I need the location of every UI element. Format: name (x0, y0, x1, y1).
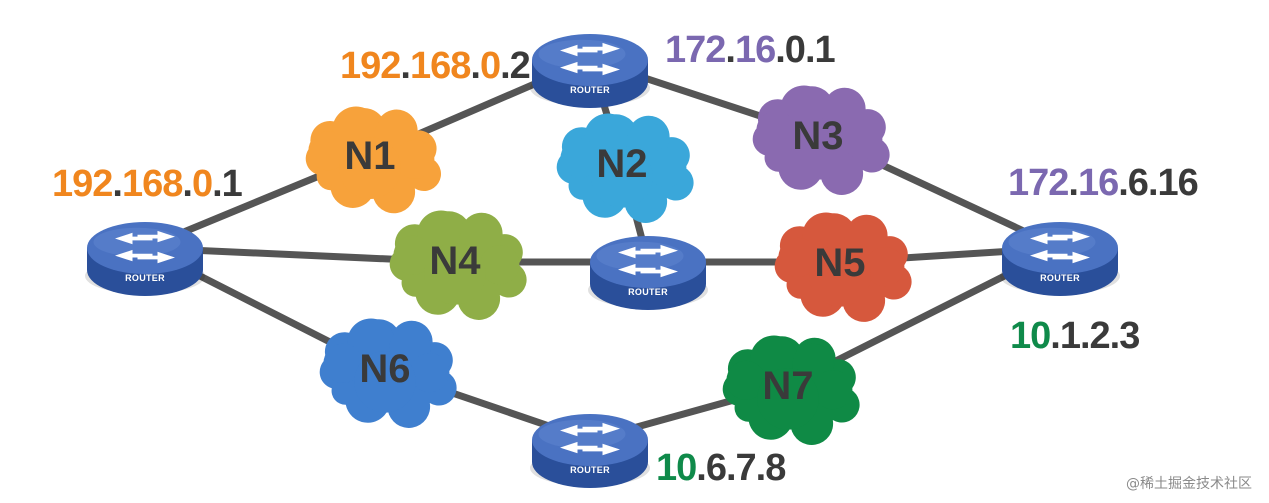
router-center: ROUTER (588, 236, 708, 310)
cloud-bump (339, 137, 401, 199)
router-top-face (532, 34, 648, 86)
router-highlight (538, 39, 626, 69)
ip-top-right-label: 172.16.0.1 (665, 29, 835, 71)
cloud-bump (393, 235, 433, 275)
watermark: @稀土掘金技术社区 (1126, 476, 1252, 492)
router-label: ROUTER (570, 465, 610, 475)
ip-segment: . (470, 45, 480, 87)
router-highlight (1008, 227, 1096, 257)
cloud-label: N5 (814, 241, 865, 285)
router-top-face (532, 414, 648, 466)
cloud-label: N2 (596, 142, 647, 186)
cloud-bump (480, 245, 520, 285)
cloud-bump (865, 247, 905, 287)
router-right: ROUTER (1000, 222, 1120, 296)
cloud-bump (726, 360, 766, 400)
cloud-bump (354, 351, 416, 413)
cloud-bump (323, 343, 363, 383)
cloud-bump (813, 370, 853, 410)
cloud-bump (424, 242, 486, 305)
cloud-label: N4 (429, 239, 481, 283)
cloud-bump (410, 353, 450, 393)
router-label: ROUTER (125, 273, 165, 283)
router-label: ROUTER (570, 85, 610, 95)
cloud-label: N3 (792, 114, 843, 158)
router-top-face (590, 236, 706, 288)
cloud-n2: N2 (556, 113, 694, 223)
ip-segment: .1.2.3 (1050, 315, 1139, 357)
router-highlight (538, 419, 626, 449)
cloud-bump (843, 120, 883, 160)
cloud-bump (308, 131, 348, 171)
ip-segment: .6.7.8 (696, 447, 785, 489)
router-group: ROUTER ROUTER ROUTER ROUTER ROUTER (85, 34, 1120, 488)
cloud-bump (647, 148, 687, 188)
router-left: ROUTER (85, 222, 205, 296)
router-highlight (596, 241, 684, 271)
cloud-bump (787, 118, 849, 180)
router-top: ROUTER (530, 34, 650, 108)
cloud-label: N7 (762, 364, 813, 408)
ip-segment: . (1068, 162, 1078, 204)
cloud-n4: N4 (389, 210, 527, 320)
ip-segment: . (725, 29, 735, 71)
ip-segment: 10 (1010, 315, 1050, 357)
ip-segment: .2 (500, 45, 530, 87)
router-highlight (93, 227, 181, 257)
ip-right-label: 172.16.6.16 (1008, 162, 1198, 204)
ip-segment: 16 (735, 29, 775, 71)
ip-segment: . (182, 163, 192, 205)
ip-bottom-label: 10.6.7.8 (656, 447, 785, 489)
ip-top-left-label: 192.168.0.2 (340, 45, 530, 87)
router-top-face (1002, 222, 1118, 274)
cloud-n7: N7 (722, 335, 860, 445)
ip-segment: 172 (665, 29, 725, 71)
cloud-bump (757, 368, 819, 430)
router-bottom: ROUTER (530, 414, 650, 488)
cloud-label: N1 (344, 134, 395, 178)
ip-segment: .0.1 (775, 29, 835, 71)
cloud-n6: N6 (319, 318, 457, 428)
ip-segment: . (400, 45, 410, 87)
ip-segment: 172 (1008, 162, 1068, 204)
cloud-bump (778, 237, 818, 277)
ip-right-lower-label: 10.1.2.3 (1010, 315, 1139, 357)
ip-segment: 168 (410, 45, 470, 87)
cloud-bump (756, 110, 796, 150)
cloud-bump (560, 138, 600, 178)
router-label: ROUTER (628, 287, 668, 297)
cloud-n3: N3 (752, 85, 890, 195)
cloud-bump (591, 146, 653, 208)
ip-segment: 168 (122, 163, 182, 205)
ip-segment: . (112, 163, 122, 205)
ip-segment: 192 (340, 45, 400, 87)
router-label: ROUTER (1040, 273, 1080, 283)
ip-segment: .1 (212, 163, 243, 205)
ip-segment: 0 (192, 163, 212, 205)
cloud-bump (809, 244, 871, 307)
ip-segment: 10 (656, 447, 696, 489)
cloud-bump (395, 139, 435, 179)
cloud-n5: N5 (774, 212, 912, 322)
ip-segment: .6.16 (1118, 162, 1198, 204)
cloud-label: N6 (359, 347, 410, 391)
ip-segment: 192 (52, 163, 112, 205)
ip-segment: 0 (480, 45, 500, 87)
router-top-face (87, 222, 203, 274)
ip-segment: 16 (1078, 162, 1118, 204)
cloud-n1: N1 (305, 106, 442, 214)
ip-left-label: 192.168.0.1 (52, 163, 243, 205)
